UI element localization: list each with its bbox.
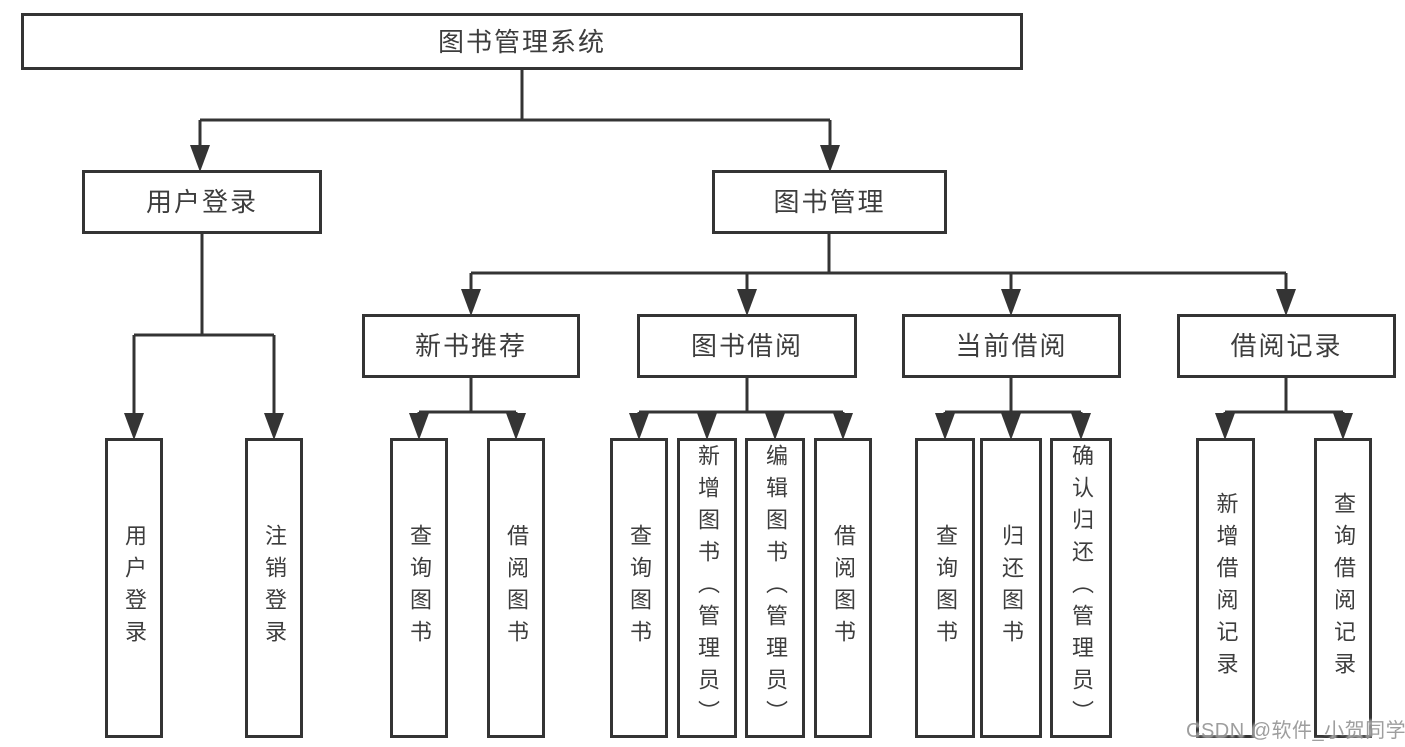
leaf-borrow-books: 借阅图书 — [814, 438, 872, 738]
node-root-system: 图书管理系统 — [21, 13, 1023, 70]
leaf-query-books-borrow: 查询图书 — [610, 438, 668, 738]
leaf-borrow-books-label: 借阅图书 — [831, 524, 856, 652]
connector-user-login-split — [132, 232, 276, 416]
leaf-logout: 注销登录 — [245, 438, 303, 738]
node-root-label: 图书管理系统 — [437, 26, 606, 57]
leaf-add-books-admin-label: 新增图书（管理员） — [695, 444, 720, 732]
leaf-query-borrow-record-label: 查询借阅记录 — [1331, 492, 1356, 684]
node-user-login: 用户登录 — [82, 170, 322, 234]
leaf-user-login: 用户登录 — [105, 438, 163, 738]
leaf-add-borrow-record-label: 新增借阅记录 — [1213, 492, 1239, 684]
leaf-query-books-current-label: 查询图书 — [933, 524, 958, 652]
leaf-borrow-books-recommend: 借阅图书 — [487, 438, 545, 738]
arrowheads — [124, 145, 1353, 440]
leaf-confirm-return-admin-label: 确认归还（管理员） — [1069, 444, 1094, 732]
connector-book-borrow-split — [637, 377, 845, 420]
leaf-query-books-recommend: 查询图书 — [390, 438, 448, 738]
node-current-borrow-label: 当前借阅 — [955, 331, 1068, 361]
leaf-return-books-label: 归还图书 — [999, 524, 1024, 652]
node-borrow-records: 借阅记录 — [1177, 314, 1396, 378]
connector-root-split — [198, 69, 832, 150]
node-book-borrow-label: 图书借阅 — [690, 331, 803, 361]
node-current-borrow: 当前借阅 — [902, 314, 1121, 378]
leaf-return-books: 归还图书 — [980, 438, 1042, 738]
leaf-add-books-admin: 新增图书（管理员） — [677, 438, 737, 738]
leaf-edit-books-admin-label: 编辑图书（管理员） — [763, 444, 788, 732]
node-book-management: 图书管理 — [712, 170, 947, 234]
node-new-book-recommend: 新书推荐 — [362, 314, 580, 378]
leaf-add-borrow-record: 新增借阅记录 — [1196, 438, 1255, 738]
connector-new-book-split — [417, 377, 518, 420]
connector-book-management-split — [469, 232, 1288, 292]
leaf-query-books-current: 查询图书 — [915, 438, 975, 738]
node-book-management-label: 图书管理 — [773, 187, 886, 217]
node-new-book-recommend-label: 新书推荐 — [414, 331, 527, 361]
leaf-query-borrow-record: 查询借阅记录 — [1314, 438, 1372, 738]
leaf-logout-label: 注销登录 — [262, 524, 287, 652]
leaf-borrow-books-recommend-label: 借阅图书 — [504, 524, 529, 652]
leaf-query-books-borrow-label: 查询图书 — [627, 524, 652, 652]
leaf-query-books-recommend-label: 查询图书 — [407, 524, 432, 652]
leaf-user-login-label: 用户登录 — [122, 524, 147, 652]
csdn-watermark: CSDN @软件_小贺同学 — [1186, 720, 1405, 742]
leaf-edit-books-admin: 编辑图书（管理员） — [745, 438, 805, 738]
leaf-confirm-return-admin: 确认归还（管理员） — [1050, 438, 1112, 738]
node-user-login-label: 用户登录 — [145, 187, 258, 217]
node-borrow-records-label: 借阅记录 — [1230, 331, 1343, 361]
node-book-borrow: 图书借阅 — [637, 314, 857, 378]
connector-borrow-records-split — [1223, 377, 1345, 420]
